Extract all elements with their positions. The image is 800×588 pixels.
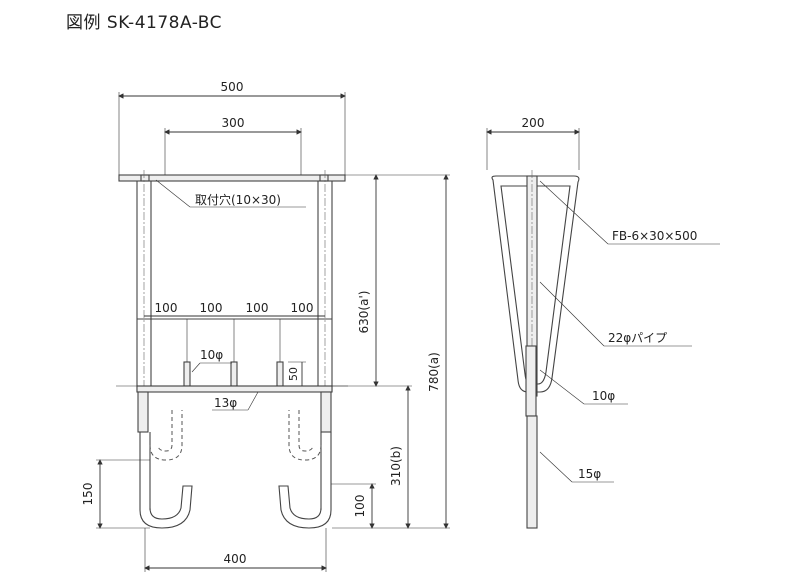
dim-500: 500 <box>118 80 346 175</box>
leader-rod13: 13φ <box>212 391 259 411</box>
side-rod10 <box>525 345 537 417</box>
leader-rod10-front: 10φ <box>191 348 232 373</box>
dim-100-label: 100 <box>353 495 367 518</box>
dim-300: 300 <box>164 116 302 175</box>
dim-spacing-3: 100 <box>246 301 269 315</box>
rod10-side-label: 10φ <box>592 389 615 403</box>
rod13-label: 13φ <box>214 396 237 410</box>
dim-200: 200 <box>486 116 580 170</box>
leader-rod10-side: 10φ <box>539 369 628 405</box>
pipe22-label: 22φパイプ <box>608 331 667 345</box>
dim-100: 100 <box>331 483 376 529</box>
left-pipe <box>136 170 152 395</box>
short-rods <box>183 319 284 387</box>
right-leg <box>278 391 332 529</box>
mount-hole-label: 取付穴(10×30) <box>195 192 281 207</box>
mount-hole-right <box>319 174 329 182</box>
dim-spacing: 100 100 100 100 <box>144 301 325 317</box>
dim-200-label: 200 <box>522 116 545 130</box>
dim-630-label: 630(a') <box>357 291 371 334</box>
dim-spacing-4: 100 <box>291 301 314 315</box>
dim-150: 150 <box>81 459 150 529</box>
rod15-label: 15φ <box>578 467 601 481</box>
dim-310: 310(b) <box>332 385 412 529</box>
drawing-title: 図例 SK-4178A-BC <box>66 13 222 33</box>
dim-300-label: 300 <box>222 116 245 130</box>
pipe-loop-outer <box>491 175 580 393</box>
dim-400: 400 <box>144 528 327 572</box>
dim-150-label: 150 <box>81 483 95 506</box>
dim-630: 630(a') <box>345 174 450 387</box>
flat-bar-label: FB-6×30×500 <box>612 229 697 243</box>
dim-780-label: 780(a) <box>427 352 441 392</box>
dim-spacing-2: 100 <box>200 301 223 315</box>
side-view: 200 FB-6×30×500 22φパイプ 10φ 15φ <box>486 116 720 529</box>
leader-rod15: 15φ <box>539 451 614 483</box>
top-flat-bar <box>118 174 346 182</box>
front-view: 500 300 100 100 100 100 50 <box>81 80 450 572</box>
leader-pipe22: 22φパイプ <box>539 281 692 347</box>
dim-50-label: 50 <box>287 367 300 381</box>
left-leg <box>137 391 193 529</box>
dim-spacing-1: 100 <box>155 301 178 315</box>
dim-780: 780(a) <box>332 174 450 529</box>
rod10-front-label: 10φ <box>200 348 223 362</box>
mount-hole-left <box>140 174 150 182</box>
leader-mount-hole: 取付穴(10×30) <box>155 179 306 208</box>
dim-500-label: 500 <box>221 80 244 94</box>
dim-310-label: 310(b) <box>389 446 403 486</box>
leader-flat-bar: FB-6×30×500 <box>539 180 720 245</box>
dim-50: 50 <box>287 361 306 386</box>
right-pipe <box>317 170 333 395</box>
bottom-crossbar <box>116 385 348 393</box>
dim-400-label: 400 <box>224 552 247 566</box>
side-rod15 <box>526 415 538 529</box>
